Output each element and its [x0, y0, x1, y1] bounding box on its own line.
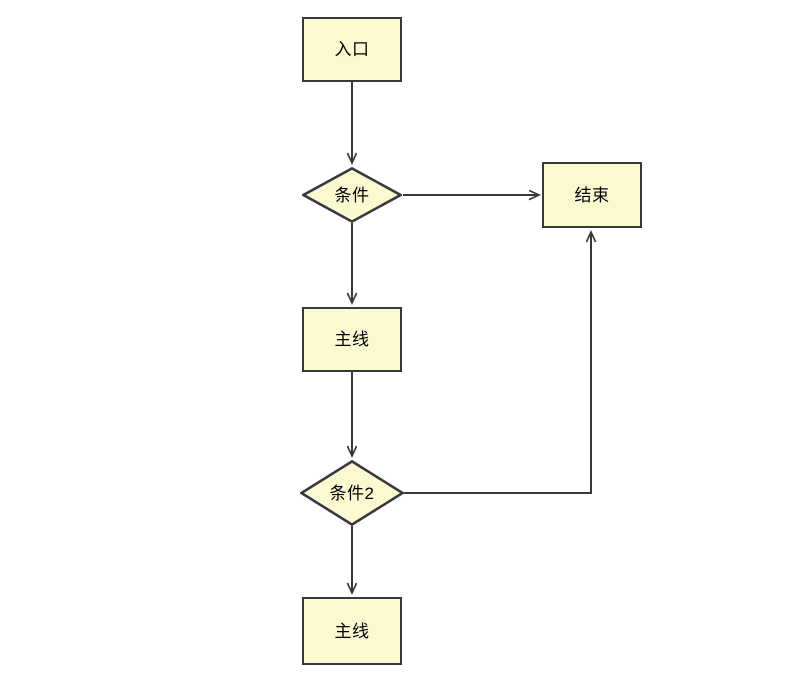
node-condition-2-label: 条件2	[329, 483, 375, 503]
node-condition-1-label: 条件	[334, 185, 370, 205]
diamond-shape	[302, 167, 402, 223]
node-end[interactable]: 结束	[542, 162, 642, 228]
node-condition-2[interactable]: 条件2	[300, 460, 404, 526]
node-condition-1[interactable]: 条件	[302, 167, 402, 223]
edge-cond2-to-end	[404, 232, 591, 494]
node-main-line-2[interactable]: 主线	[302, 597, 402, 665]
node-entry-label: 入口	[334, 40, 370, 59]
node-main-line-2-label: 主线	[334, 621, 370, 641]
node-main-line-1[interactable]: 主线	[302, 307, 402, 372]
node-main-line-1-label: 主线	[334, 330, 370, 349]
node-end-label: 结束	[574, 185, 610, 205]
diamond-shape	[300, 460, 404, 526]
node-entry[interactable]: 入口	[302, 17, 402, 82]
